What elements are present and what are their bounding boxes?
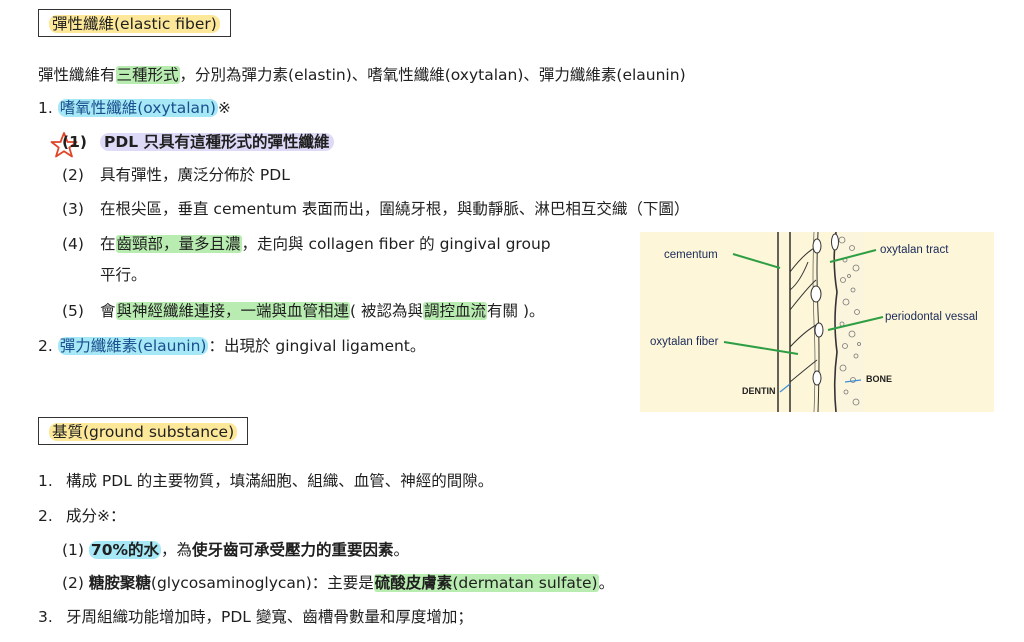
- highlight-elaunin: 彈力纖維素(elaunin): [57, 337, 209, 355]
- oxytalan-diagram: cementum oxytalan tract periodontal vess…: [640, 232, 994, 412]
- sub-item-3: (3) 在根尖區，垂直 cementum 表面而出，圍繞牙根，與動靜脈、淋巴相互交…: [62, 198, 689, 220]
- highlight-nerve-vessel: 與神經纖維連接，一端與血管相連: [115, 302, 351, 320]
- item-text: 成分※：: [66, 507, 126, 525]
- highlight-water: 70%的水: [88, 541, 162, 559]
- sub-text-mid: ，為: [161, 541, 193, 559]
- sub-number: (2): [62, 166, 84, 184]
- sub-text: 具有彈性，廣泛分佈於 PDL: [100, 166, 290, 184]
- sub-text: 平行。: [100, 266, 147, 284]
- sub-item-2: (2) 具有彈性，廣泛分佈於 PDL: [62, 164, 290, 186]
- sub-item-4-continued: 平行。: [100, 264, 147, 286]
- highlight-three-forms: 三種形式: [115, 66, 180, 84]
- bone-texture: [838, 236, 861, 406]
- ground-item-2: 2. 成分※：: [38, 505, 126, 527]
- sub-text-mid: (glycosaminoglycan)：主要是: [150, 574, 374, 592]
- bold-pressure-factor: 使牙齒可承受壓力的重要因素: [192, 541, 394, 559]
- item-number: 1.: [38, 472, 53, 490]
- intro-paragraph: 彈性纖維有三種形式，分別為彈力素(elastin)、嗜氧性纖維(oxytalan…: [38, 64, 686, 86]
- sub-text: 在根尖區，垂直 cementum 表面而出，圍繞牙根，與動靜脈、淋巴相互交織（下…: [100, 200, 690, 218]
- heading-text: 彈性纖維(elastic fiber): [49, 15, 220, 33]
- reference-mark: ※: [217, 99, 231, 117]
- leader-cementum: [732, 253, 781, 269]
- label-dentin: DENTIN: [742, 386, 776, 396]
- sub-text-rest: 。: [598, 574, 615, 592]
- label-periodontal-vessal: periodontal vessal: [885, 311, 978, 323]
- leader-oxytalan-tract: [829, 249, 877, 263]
- sub-text: 在: [100, 235, 116, 253]
- leader-periodontal-vessal: [827, 316, 884, 331]
- label-cementum: cementum: [664, 249, 718, 261]
- sub-number: (4): [62, 235, 84, 253]
- sub-text-mid: ( 被認為與: [350, 302, 424, 320]
- item-text: 構成 PDL 的主要物質，填滿細胞、組織、血管、神經的間隙。: [66, 472, 494, 490]
- sub-number: (1): [62, 133, 87, 151]
- sub-number: (2): [62, 574, 84, 592]
- sub-text-rest: 。: [393, 541, 410, 559]
- sub-text-rest: 有關 )。: [487, 302, 545, 320]
- sub-number: (1): [62, 541, 84, 559]
- item-number: 2.: [38, 337, 53, 355]
- ground-item-3: 3. 牙周組織功能增加時，PDL 變寬、齒槽骨數量和厚度增加；: [38, 606, 473, 628]
- sub-text-rest: ，走向與 collagen fiber 的 gingival group: [241, 235, 551, 253]
- bold-glycosaminoglycan: 糖胺聚糖: [88, 574, 151, 592]
- ground-sub-1: (1) 70%的水，為使牙齒可承受壓力的重要因素。: [62, 539, 409, 561]
- item-number: 1.: [38, 99, 53, 117]
- highlight-oxytalan: 嗜氧性纖維(oxytalan): [57, 99, 218, 117]
- intro-text: 彈性纖維有: [38, 66, 116, 84]
- bold-dermatan: 硫酸皮膚素: [374, 574, 453, 592]
- intro-text-rest: ，分別為彈力素(elastin)、嗜氧性纖維(oxytalan)、彈力纖維素(e…: [179, 66, 686, 84]
- sub-item-5: (5) 會與神經纖維連接，一端與血管相連( 被認為與調控血流有關 )。: [62, 300, 545, 322]
- label-oxytalan-tract: oxytalan tract: [880, 244, 949, 256]
- sub-number: (5): [62, 302, 84, 320]
- section-heading-elastic-fiber: 彈性纖維(elastic fiber): [38, 9, 231, 37]
- item-number: 3.: [38, 608, 53, 626]
- highlight-dermatan-sulfate: (dermatan sulfate): [452, 574, 598, 592]
- heading-text: 基質(ground substance): [49, 423, 238, 441]
- highlight-only-form: PDL 只具有這種形式的彈性纖維: [100, 133, 334, 151]
- star-icon: [50, 132, 78, 158]
- label-bone: BONE: [866, 374, 892, 384]
- sub-item-1: (1) PDL 只具有這種形式的彈性纖維: [62, 131, 334, 153]
- sub-text: 會: [100, 302, 116, 320]
- item-number: 2.: [38, 507, 53, 525]
- sub-number: (3): [62, 200, 84, 218]
- section-heading-ground-substance: 基質(ground substance): [38, 417, 249, 445]
- ground-item-1: 1. 構成 PDL 的主要物質，填滿細胞、組織、血管、神經的間隙。: [38, 470, 493, 492]
- highlight-cervical: 齒頸部，量多且濃: [115, 235, 242, 253]
- sub-item-4: (4) 在齒頸部，量多且濃，走向與 collagen fiber 的 gingiv…: [62, 233, 551, 255]
- ground-sub-2: (2) 糖胺聚糖(glycosaminoglycan)：主要是硫酸皮膚素(der…: [62, 572, 614, 594]
- highlight-blood-flow: 調控血流: [423, 302, 488, 320]
- label-oxytalan-fiber: oxytalan fiber: [650, 336, 719, 348]
- item-text-rest: ：出現於 gingival ligament。: [208, 337, 426, 355]
- list-item-elaunin: 2. 彈力纖維素(elaunin)：出現於 gingival ligament。: [38, 335, 425, 357]
- leader-oxytalan-fiber: [723, 341, 799, 355]
- item-text: 牙周組織功能增加時，PDL 變寬、齒槽骨數量和厚度增加；: [66, 608, 473, 626]
- list-item-oxytalan: 1. 嗜氧性纖維(oxytalan)※: [38, 97, 231, 119]
